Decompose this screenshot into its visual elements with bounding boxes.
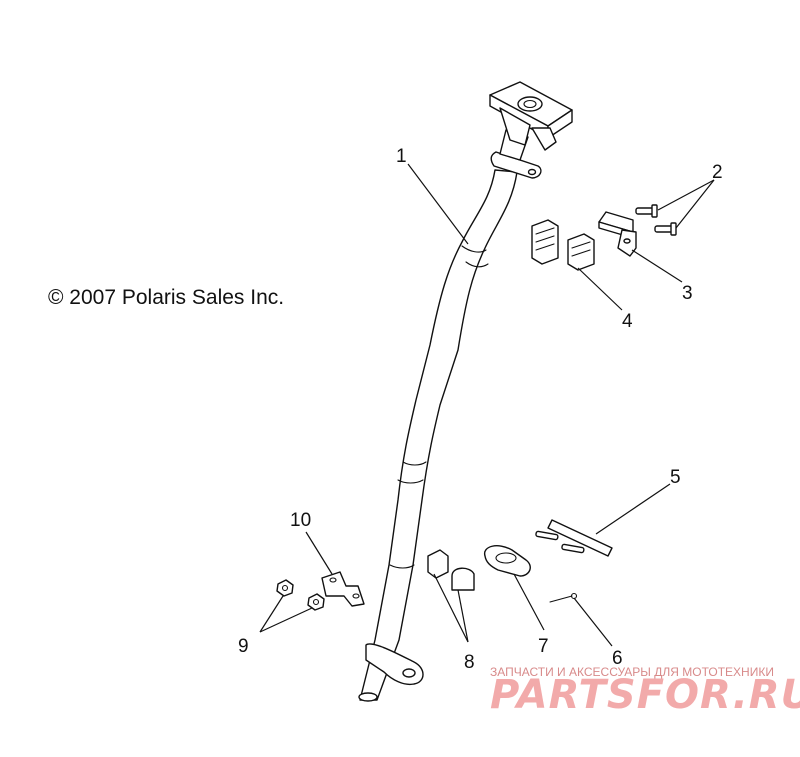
callout-9: 9 (238, 636, 249, 657)
callout-10: 10 (290, 510, 311, 531)
watermark-logo: PARTSFOR.RU (490, 672, 800, 718)
callout-1: 1 (396, 146, 407, 167)
watermark-subtitle: ЗАПЧАСТИ И АКСЕССУАРЫ ДЛЯ МОТОТЕХНИКИ (490, 665, 774, 679)
mount-bracket (598, 211, 637, 257)
callout-3: 3 (682, 283, 693, 304)
bolts (635, 204, 677, 236)
bushing-set-lower (427, 549, 475, 591)
callout-2: 2 (712, 162, 723, 183)
bushing-set-upper (531, 219, 595, 271)
clip-bracket (321, 571, 365, 607)
watermark: ЗАПЧАСТИ И АКСЕССУАРЫ ДЛЯ МОТОТЕХНИКИ PA… (490, 665, 800, 718)
callout-4: 4 (622, 311, 633, 332)
callout-6: 6 (612, 648, 623, 669)
leader-lines (259, 163, 715, 647)
copyright-text: © 2007 Polaris Sales Inc. (48, 286, 284, 309)
callout-labels: 1 2 3 4 5 6 7 8 9 10 (238, 146, 723, 673)
callout-7: 7 (538, 636, 549, 657)
nuts (276, 579, 325, 611)
steering-shaft (358, 81, 573, 702)
callout-8: 8 (464, 652, 475, 673)
callout-5: 5 (670, 467, 681, 488)
damper-block (484, 545, 531, 577)
pin-bracket (535, 519, 613, 557)
cotter-pin (549, 592, 578, 603)
